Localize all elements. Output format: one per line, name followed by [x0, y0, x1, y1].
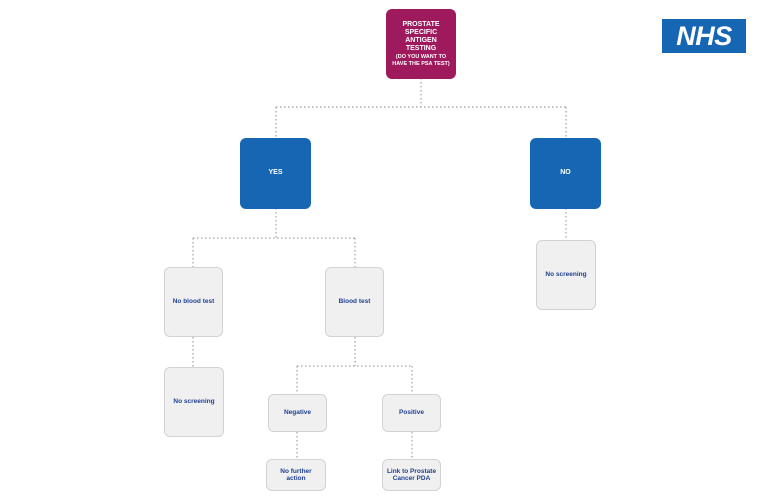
nhs-logo-text: NHS [676, 20, 732, 51]
no-blood-test-node[interactable]: No blood test [164, 267, 223, 337]
root-node-line-4: TESTING [405, 45, 437, 53]
no-screening-node-left[interactable]: No screening [164, 367, 224, 437]
yes-node-label: YES [268, 169, 283, 177]
no-node-label: NO [560, 169, 571, 177]
no-screening-node-right[interactable]: No screening [536, 240, 596, 310]
blood-test-node[interactable]: Blood test [325, 267, 384, 337]
yes-node[interactable]: YES [240, 138, 311, 209]
root-node-line-3: ANTIGEN [405, 37, 437, 45]
root-node-psa-testing[interactable]: PROSTATE SPECIFIC ANTIGEN TESTING (DO YO… [386, 9, 456, 79]
link-pda-node[interactable]: Link to Prostate Cancer PDA [382, 459, 441, 491]
root-node-subtitle: (DO YOU WANT TO HAVE THE PSA TEST) [392, 54, 450, 67]
blood-test-label: Blood test [338, 298, 371, 306]
negative-label: Negative [283, 409, 312, 417]
link-pda-label: Link to Prostate Cancer PDA [386, 467, 437, 482]
root-node-line-2: SPECIFIC [404, 29, 438, 37]
root-node-line-1: PROSTATE [402, 21, 440, 29]
no-further-action-node[interactable]: No further action [266, 459, 326, 491]
no-node[interactable]: NO [530, 138, 601, 209]
positive-node[interactable]: Positive [382, 394, 441, 432]
negative-node[interactable]: Negative [268, 394, 327, 432]
no-blood-test-label: No blood test [172, 298, 215, 306]
nhs-logo: NHS [662, 19, 746, 53]
no-screening-right-label: No screening [545, 271, 587, 279]
no-screening-left-label: No screening [173, 398, 215, 406]
no-further-action-label: No further action [280, 467, 312, 482]
positive-label: Positive [399, 409, 424, 417]
